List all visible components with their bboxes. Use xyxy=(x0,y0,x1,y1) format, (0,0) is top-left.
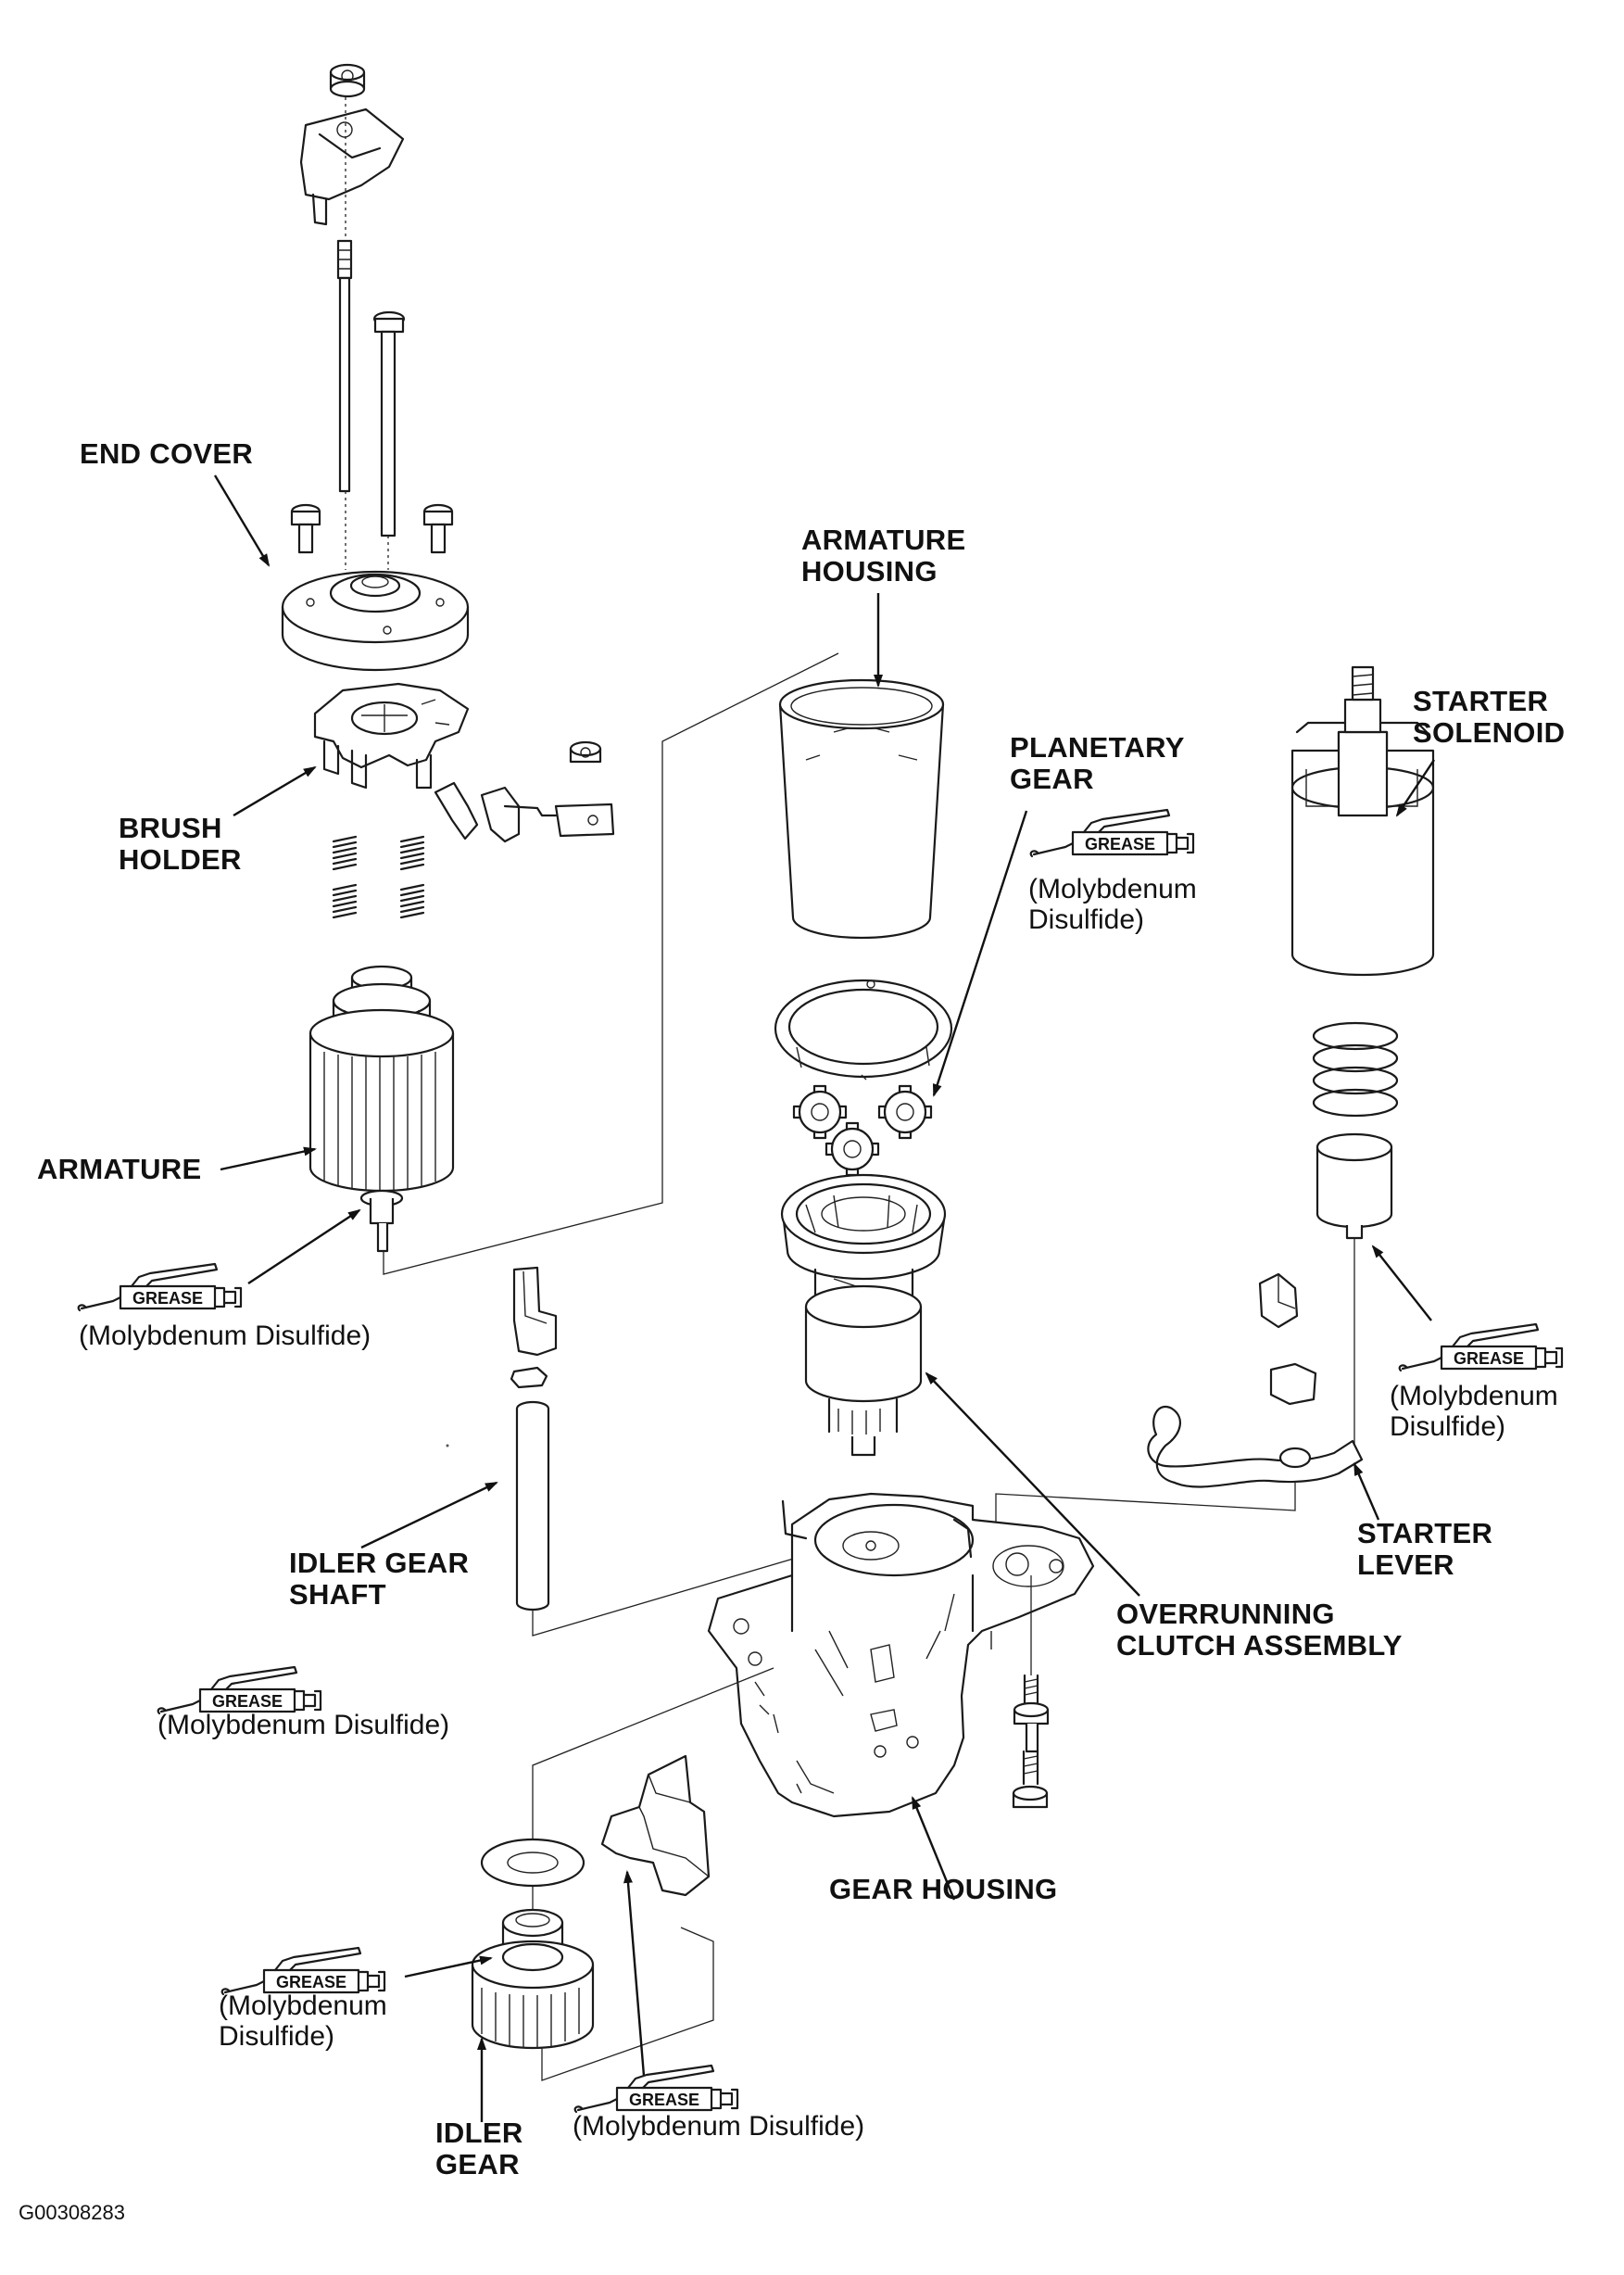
idler-gear-washer xyxy=(480,1838,585,1888)
note-armature-grease: (Molybdenum Disulfide) xyxy=(79,1321,371,1351)
arrow-gear-housing xyxy=(911,1796,956,1901)
gear-housing xyxy=(707,1492,1095,1818)
arrow-bracket-grease xyxy=(623,1870,646,2077)
housing-gasket-ring xyxy=(774,979,953,1081)
note-bottom-grease: (Molybdenum Disulfide) xyxy=(573,2111,865,2142)
label-idler-gear-shaft: IDLER GEAR SHAFT xyxy=(289,1547,470,1611)
label-gear-housing: GEAR HOUSING xyxy=(829,1873,1058,1905)
arrow-solenoid-grease xyxy=(1371,1245,1432,1321)
planetary-gears xyxy=(792,1084,933,1177)
shaft-retainer xyxy=(512,1266,558,1357)
armature-housing xyxy=(778,678,945,940)
starter-solenoid xyxy=(1290,665,1435,977)
grease-gun-icon xyxy=(1398,1322,1564,1372)
arrow-armature xyxy=(220,1146,317,1171)
solenoid-plunger xyxy=(1316,1132,1393,1240)
arrow-armature-grease xyxy=(247,1208,361,1285)
figure-id: G00308283 xyxy=(19,2201,125,2224)
label-starter-solenoid: STARTER SOLENOID xyxy=(1413,685,1566,749)
terminal-bracket xyxy=(299,107,405,226)
brush-holder xyxy=(313,682,470,790)
note-shaft-grease: (Molybdenum Disulfide) xyxy=(157,1710,450,1740)
overrunning-clutch-assembly xyxy=(780,1173,947,1457)
label-end-cover: END COVER xyxy=(80,437,254,470)
label-idler-gear: IDLER GEAR xyxy=(435,2117,523,2180)
gear-housing-bolt-upper xyxy=(1013,1674,1050,1753)
note-idler-grease: (Molybdenum Disulfide) xyxy=(219,1991,387,2052)
label-starter-lever: STARTER LEVER xyxy=(1357,1517,1493,1581)
end-cover-nut xyxy=(329,63,366,98)
solenoid-spring xyxy=(1312,1021,1399,1118)
end-cover-screw-left xyxy=(290,503,321,554)
arrow-starter-lever xyxy=(1353,1462,1380,1521)
arrow-brush-holder xyxy=(233,765,317,817)
label-armature-housing: ARMATURE HOUSING xyxy=(801,524,966,588)
grease-gun-icon xyxy=(77,1262,243,1312)
label-planetary-gear: PLANETARY GEAR xyxy=(1010,731,1185,795)
arrow-end-cover xyxy=(213,474,271,567)
arrow-starter-solenoid xyxy=(1395,759,1435,817)
lever-holder-upper xyxy=(1258,1272,1299,1329)
brush-springs xyxy=(332,835,425,919)
label-brush-holder: BRUSH HOLDER xyxy=(119,812,242,876)
idler-gear-shaft xyxy=(515,1400,550,1611)
arrow-overrunning-clutch xyxy=(925,1371,1140,1597)
grease-gun-icon xyxy=(1029,808,1195,858)
label-overrunning-clutch: OVERRUNNING CLUTCH ASSEMBLY xyxy=(1116,1598,1403,1662)
idler-gear xyxy=(471,1908,595,2050)
end-cover xyxy=(281,570,470,672)
arrow-planetary-gear xyxy=(932,810,1028,1097)
grease-gun-icon xyxy=(220,1946,386,1996)
end-cover-screw-right xyxy=(422,503,454,554)
brush-terminal xyxy=(434,740,615,843)
grease-gun-icon xyxy=(157,1665,322,1715)
lever-holder-lower xyxy=(1269,1362,1317,1406)
starter-lever xyxy=(1147,1406,1364,1488)
gear-housing-bolt-lower xyxy=(1012,1750,1049,1809)
label-armature: ARMATURE xyxy=(37,1153,202,1185)
shaft-key xyxy=(510,1366,548,1389)
through-bolt-right xyxy=(372,310,406,537)
armature xyxy=(308,965,455,1253)
note-solenoid-grease: (Molybdenum Disulfide) xyxy=(1390,1381,1558,1442)
note-planetary-grease: (Molybdenum Disulfide) xyxy=(1028,874,1197,935)
through-bolt-left xyxy=(336,239,353,493)
arrow-idler-gear-grease xyxy=(404,1955,493,1978)
grease-gun-icon xyxy=(573,2064,739,2114)
arrow-idler-gear-shaft xyxy=(360,1481,498,1549)
idler-gear-bracket xyxy=(600,1754,711,1897)
